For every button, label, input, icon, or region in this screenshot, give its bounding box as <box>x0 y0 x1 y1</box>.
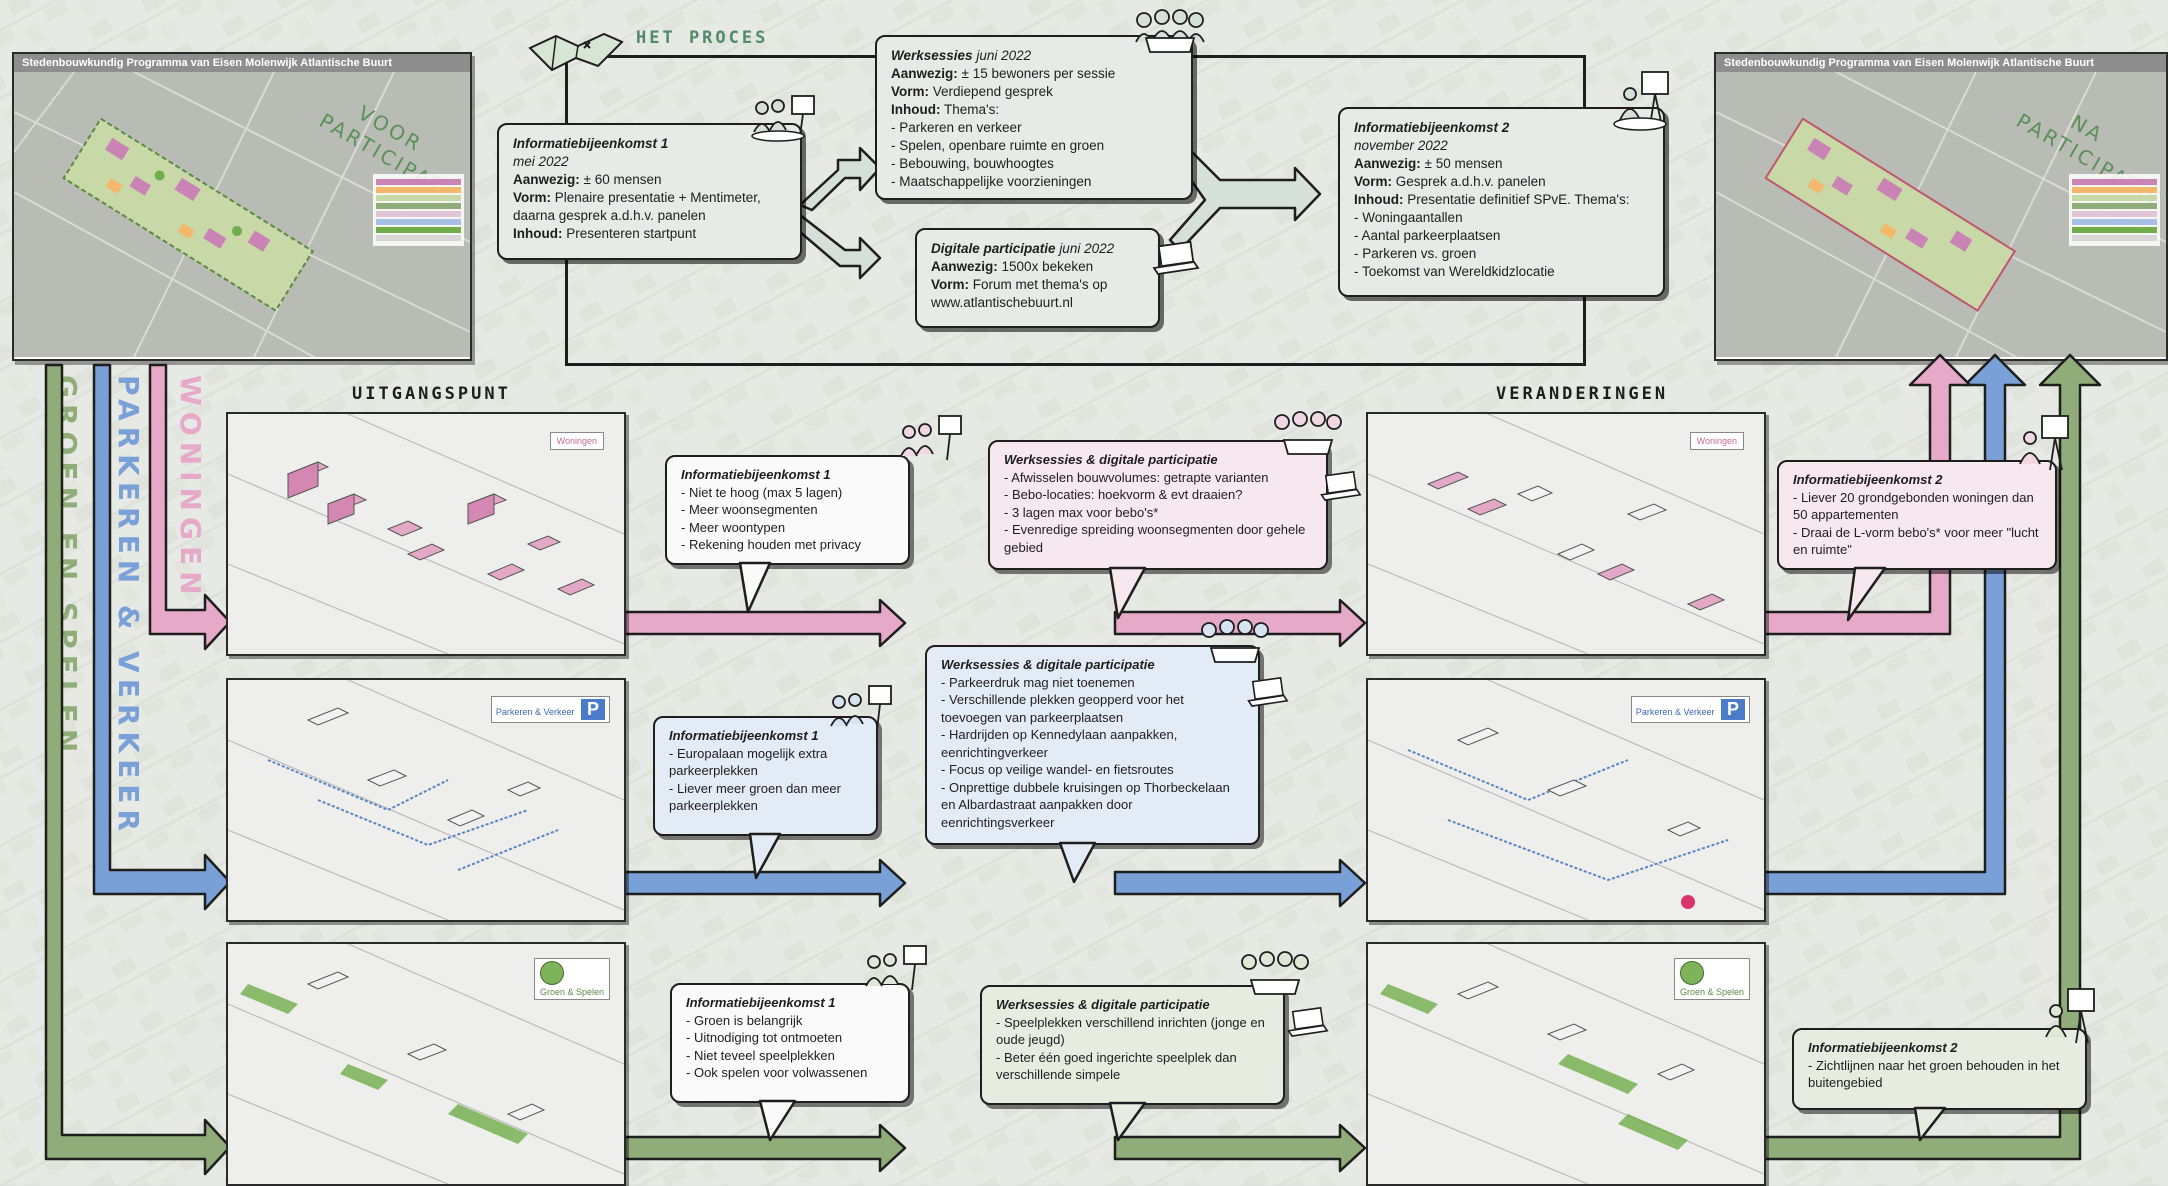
axo-groen-start <box>228 944 624 1184</box>
process-dig-line: Aanwezig: 1500x bekeken <box>931 259 1094 274</box>
badge-parkeren: Parkeren & Verkeer P <box>1630 696 1750 723</box>
bubble-items: Afwisselen bouwvolumes: getrapte variant… <box>1004 469 1312 557</box>
badge-groen: Groen & Spelen <box>533 958 610 1000</box>
process-werk-line: Vorm: Verdiepend gesprek <box>891 84 1053 99</box>
bubble-items: Zichtlijnen naar het groen behouden in h… <box>1808 1057 2071 1092</box>
process-info2-line: Vorm: Gesprek a.d.h.v. panelen <box>1354 174 1546 189</box>
process-werk-date: juni 2022 <box>976 48 1032 63</box>
theme-label-parkeren: PARKEREN & VERKEER <box>112 375 145 837</box>
group-icon <box>865 945 927 991</box>
group-icon <box>1241 951 1309 995</box>
bubble-groen-info2: Informatiebijeenkomst 2 Zichtlijnen naar… <box>1792 1028 2087 1110</box>
group-icon <box>900 415 962 461</box>
bubble-items: Speelplekken verschillend inrichten (jon… <box>996 1014 1269 1084</box>
presenter-icon <box>2045 988 2095 1044</box>
badge-woningen: Woningen <box>1689 432 1744 450</box>
group-icon <box>751 95 815 142</box>
map-before-header: Stedenbouwkundig Programma van Eisen Mol… <box>14 54 470 72</box>
bubble-woningen-info1: Informatiebijeenkomst 1 Niet te hoog (ma… <box>665 455 910 565</box>
bubble-items: Niet te hoog (max 5 lagen)Meer woonsegme… <box>681 484 894 554</box>
panel-parkeren-start: Parkeren & Verkeer P <box>226 678 626 922</box>
process-digitaal-box: Digitale participatie juni 2022 Aanwezig… <box>915 228 1160 328</box>
panel-parkeren-after: Parkeren & Verkeer P <box>1366 678 1766 922</box>
bubble-parkeren-werk: Werksessies & digitale participatie Park… <box>925 645 1260 845</box>
process-flow-arrows <box>798 138 1322 280</box>
map-after-header: Stedenbouwkundig Programma van Eisen Mol… <box>1716 54 2166 72</box>
laptop-icon <box>1152 240 1200 275</box>
bubble-parkeren-info1: Informatiebijeenkomst 1 Europalaan mogel… <box>653 716 878 836</box>
badge-groen: Groen & Spelen <box>1673 958 1750 1000</box>
map-after-legend <box>2069 174 2160 246</box>
process-info2-line: Aanwezig: ± 50 mensen <box>1354 156 1503 171</box>
badge-parkeren: Parkeren & Verkeer P <box>490 696 610 723</box>
group-icon <box>1274 411 1342 455</box>
process-info1-line: Inhoud: Presenteren startpunt <box>513 226 697 241</box>
process-info1-line: Aanwezig: ± 60 mensen <box>513 172 662 187</box>
tree-icon <box>1679 961 1704 985</box>
axo-woningen-after <box>1368 414 1764 654</box>
laptop-icon <box>1247 676 1289 707</box>
bubble-groen-werk: Werksessies & digitale participatie Spee… <box>980 985 1285 1105</box>
process-werk-line: Aanwezig: ± 15 bewoners per sessie <box>891 66 1116 81</box>
presenter-icon <box>1613 71 1669 131</box>
section-veranderingen: VERANDERINGEN <box>1496 384 1669 404</box>
process-werk-title: Werksessies <box>891 48 973 63</box>
bubble-items: Europalaan mogelijk extra parkeerplekken… <box>669 745 862 815</box>
process-info1-date: mei 2022 <box>513 154 569 169</box>
map-before-card: Stedenbouwkundig Programma van Eisen Mol… <box>12 52 472 361</box>
bubble-items: Liever 20 grondgebonden woningen dan 50 … <box>1793 489 2041 559</box>
badge-woningen: Woningen <box>549 432 604 450</box>
group-icon <box>1135 9 1205 53</box>
panel-woningen-start: Woningen <box>226 412 626 656</box>
axo-parkeren-start <box>228 680 624 920</box>
process-info2-items: Woningaantallen Aantal parkeerplaatsen P… <box>1354 209 1649 281</box>
bubble-items: Groen is belangrijkUitnodiging tot ontmo… <box>686 1012 894 1082</box>
process-info2-title: Informatiebijeenkomst 2 <box>1354 120 1510 135</box>
group-icon <box>1201 619 1269 663</box>
process-title: HET PROCES <box>636 28 769 48</box>
process-info2-box: Informatiebijeenkomst 2 november 2022 Aa… <box>1338 107 1665 297</box>
parking-icon: P <box>1720 699 1745 720</box>
bubble-woningen-werk: Werksessies & digitale participatie Afwi… <box>988 440 1328 570</box>
process-info1-title: Informatiebijeenkomst 1 <box>513 136 669 151</box>
axo-woningen-start <box>228 414 624 654</box>
bubble-items: Parkeerdruk mag niet toenemenVerschillen… <box>941 674 1244 832</box>
panel-groen-start: Groen & Spelen <box>226 942 626 1186</box>
laptop-icon <box>1287 1006 1329 1037</box>
theme-label-woningen: WONINGEN <box>174 375 207 601</box>
map-before-legend <box>373 174 464 246</box>
tree-icon <box>539 961 564 985</box>
group-icon <box>830 685 892 731</box>
process-info1-box: Informatiebijeenkomst 1 mei 2022 Aanwezi… <box>497 123 802 260</box>
panel-woningen-after: Woningen <box>1366 412 1766 656</box>
panel-groen-after: Groen & Spelen <box>1366 942 1766 1186</box>
presenter-icon <box>2019 415 2069 471</box>
process-dig-title: Digitale participatie <box>931 241 1056 256</box>
process-info2-line: Inhoud: Presentatie definitief SPvE. The… <box>1354 192 1630 207</box>
process-info2-date: november 2022 <box>1354 138 1448 153</box>
laptop-icon <box>1320 470 1362 501</box>
process-dig-date: juni 2022 <box>1059 241 1115 256</box>
bubble-groen-info1: Informatiebijeenkomst 1 Groen is belangr… <box>670 983 910 1103</box>
section-uitgangspunt: UITGANGSPUNT <box>352 384 511 404</box>
map-icon <box>528 32 624 72</box>
process-werksessies-box: Werksessies juni 2022 Aanwezig: ± 15 bew… <box>875 35 1193 200</box>
axo-parkeren-after <box>1368 680 1764 920</box>
process-dig-line: Vorm: Forum met thema's op www.atlantisc… <box>931 277 1108 310</box>
parking-icon: P <box>580 699 605 720</box>
map-after-card: Stedenbouwkundig Programma van Eisen Mol… <box>1714 52 2168 361</box>
process-werk-line: Inhoud: Thema's: <box>891 102 1000 117</box>
process-info1-line: Vorm: Plenaire presentatie + Mentimeter,… <box>513 190 761 223</box>
bubble-woningen-info2: Informatiebijeenkomst 2 Liever 20 grondg… <box>1777 460 2057 570</box>
process-werk-items: Parkeren en verkeer Spelen, openbare rui… <box>891 119 1177 191</box>
axo-groen-after <box>1368 944 1764 1184</box>
